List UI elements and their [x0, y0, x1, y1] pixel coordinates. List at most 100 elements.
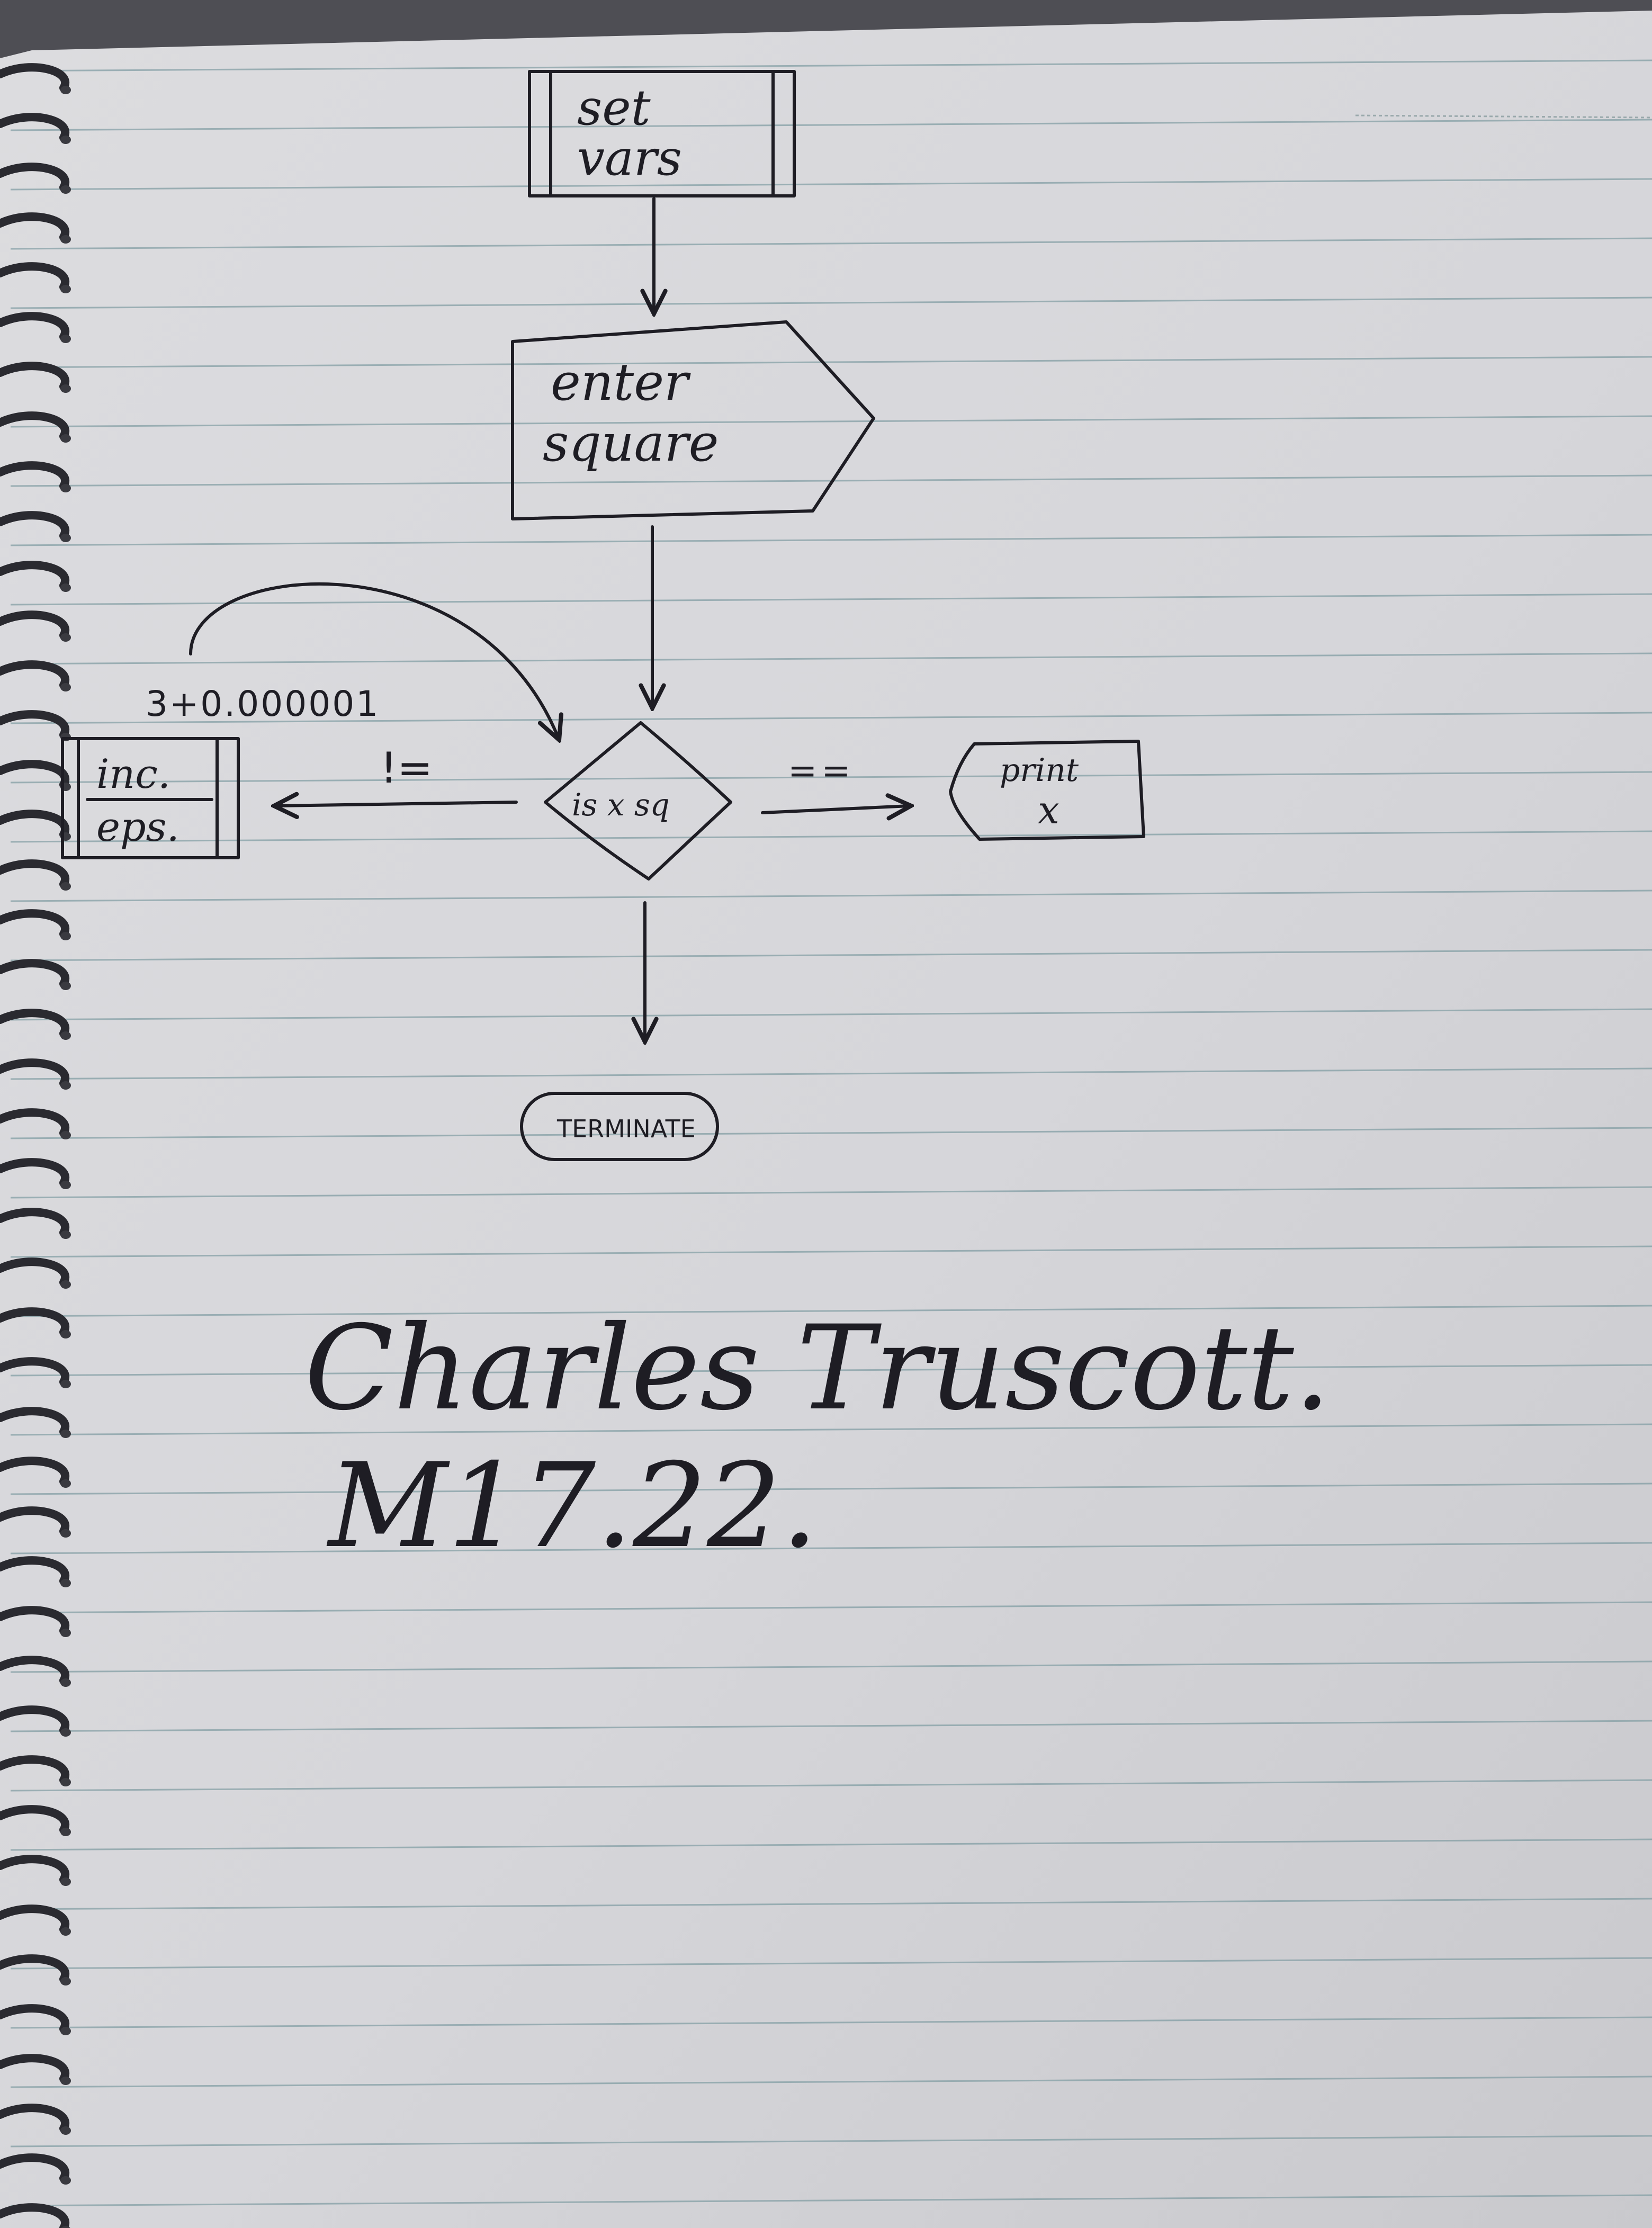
spiral-ring: [0, 1009, 69, 1038]
punch-hole: [61, 2226, 70, 2228]
ruled-line: [10, 534, 1652, 546]
spiral-ring: [0, 1904, 69, 1934]
punch-hole: [60, 1181, 71, 1189]
spiral-ring: [0, 1058, 69, 1088]
punch-hole: [60, 185, 71, 194]
inc-eps-line2: eps.: [96, 803, 179, 850]
spiral-ring: [0, 561, 69, 590]
spiral-ring: [0, 1755, 69, 1784]
punch-hole: [60, 1828, 71, 1836]
spiral-ring: [0, 1805, 69, 1834]
spiral-ring: [0, 362, 69, 391]
spiral-ring: [0, 859, 69, 888]
ruled-line: [10, 1364, 1652, 1377]
punch-hole: [60, 1579, 71, 1587]
spiral-ring: [0, 511, 69, 540]
node-print-x: print x: [949, 740, 1145, 841]
punch-hole: [60, 1031, 71, 1040]
node-enter-square: enter square: [511, 320, 875, 520]
ruled-line: [10, 1720, 1652, 1732]
ruled-line: [10, 2076, 1652, 2088]
punch-hole: [60, 235, 71, 244]
ruled-line: [10, 2016, 1652, 2029]
spiral-ring: [0, 959, 69, 988]
punch-hole: [60, 1927, 71, 1936]
ruled-line: [10, 1423, 1652, 1436]
spiral-ring: [0, 1108, 69, 1137]
spiral-ring: [0, 1457, 69, 1486]
spiral-ring: [0, 113, 69, 142]
spiral-binding: [0, 63, 71, 2228]
punch-hole: [60, 285, 71, 293]
punch-hole: [60, 1778, 71, 1786]
punch-hole: [60, 534, 71, 542]
ruled-line: [10, 1898, 1652, 1910]
punch-hole: [60, 484, 71, 492]
signature: Charles Truscott. M17.22.: [304, 1300, 1331, 1574]
punch-hole: [60, 335, 71, 343]
ruled-line: [10, 830, 1652, 843]
spiral-ring: [0, 909, 69, 938]
ruled-line: [10, 59, 1652, 72]
punch-hole: [60, 633, 71, 642]
ruled-line: [10, 1186, 1652, 1199]
punch-hole: [60, 882, 71, 891]
signature-date: M17.22.: [326, 1438, 818, 1574]
punch-hole: [60, 434, 71, 443]
ruled-line: [10, 1838, 1652, 1851]
punch-hole: [60, 1678, 71, 1687]
ruled-line: [10, 771, 1652, 784]
ruled-line: [10, 237, 1652, 250]
equal-label: ==: [788, 750, 855, 791]
spiral-ring: [0, 1656, 69, 1685]
spiral-ring: [0, 1357, 69, 1386]
punch-hole: [60, 1230, 71, 1239]
node-terminate: TERMINATE: [520, 1092, 719, 1161]
enter-square-line2: square: [543, 414, 719, 473]
ruled-line: [10, 1127, 1652, 1139]
node-set-vars: set vars: [528, 70, 796, 197]
ruled-line: [10, 1483, 1652, 1495]
set-vars-line2: vars: [577, 130, 682, 186]
spiral-ring: [0, 1954, 69, 1983]
spiral-ring: [0, 1855, 69, 1884]
spiral-ring: [0, 461, 69, 490]
spiral-ring: [0, 2203, 69, 2228]
punch-hole: [60, 1280, 71, 1289]
ruled-line: [10, 297, 1652, 309]
spiral-ring: [0, 1257, 69, 1287]
punch-hole: [60, 1430, 71, 1438]
ruled-line: [10, 949, 1652, 962]
signature-name: Charles Truscott.: [304, 1300, 1331, 1436]
spiral-ring: [0, 1606, 69, 1635]
node-inc-eps: inc. eps.: [61, 737, 240, 859]
punch-hole: [60, 2176, 71, 2185]
punch-hole: [60, 136, 71, 144]
punch-hole: [60, 1728, 71, 1737]
spiral-ring: [0, 2054, 69, 2083]
ruled-line: [10, 712, 1652, 724]
enter-square-line1: enter: [551, 353, 691, 412]
spiral-ring: [0, 1556, 69, 1585]
spiral-ring: [0, 1208, 69, 1237]
punch-hole: [60, 982, 71, 990]
print-x-line1: print: [1000, 752, 1079, 789]
ruled-line: [10, 1008, 1652, 1021]
punch-hole: [60, 1877, 71, 1886]
arrow-not-equal: [275, 802, 518, 806]
node-decision: is x sq: [544, 721, 732, 881]
spiral-ring: [0, 63, 69, 92]
punch-hole: [60, 1629, 71, 1637]
loop-label: 3+0.000001: [146, 684, 380, 724]
spiral-ring: [0, 1158, 69, 1187]
ruled-line: [10, 1601, 1652, 1614]
ruled-line: [10, 890, 1652, 902]
ruled-line: [10, 1957, 1652, 1970]
ruled-line: [10, 652, 1652, 665]
spiral-ring: [0, 312, 69, 341]
punch-hole: [60, 1479, 71, 1488]
spiral-ring: [0, 710, 69, 739]
spiral-ring: [0, 163, 69, 192]
ruled-line: [10, 1305, 1652, 1317]
